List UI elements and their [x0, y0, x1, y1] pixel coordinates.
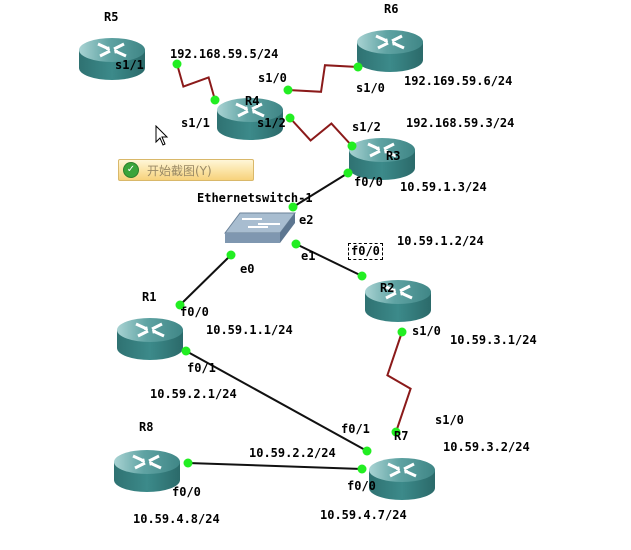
- port-label-switch-e0: e0: [240, 262, 255, 276]
- device-label-switch: Ethernetswitch-1: [197, 191, 313, 205]
- ip-label-r1-f0-0: 10.59.1.1/24: [206, 323, 293, 337]
- port-label-r4-s1-0: s1/0: [258, 71, 287, 85]
- ip-label-r3-serial: 192.168.59.3/24: [406, 116, 515, 130]
- port-label-r7-f0-1: f0/1: [341, 422, 370, 436]
- port-dot-r3-s1-2[interactable]: [347, 141, 357, 151]
- ip-label-r8: 10.59.4.8/24: [133, 512, 220, 526]
- router-icon-r4[interactable]: [217, 98, 283, 140]
- port-label-r4-s1-2: s1/2: [257, 116, 286, 130]
- port-label-r3-s1-2: s1/2: [352, 120, 381, 134]
- device-label-r1: R1: [142, 290, 157, 304]
- ip-label-r5: 192.168.59.5/24: [170, 47, 279, 61]
- link-r8-r7[interactable]: [187, 462, 363, 470]
- port-label-r1-f0-1: f0/1: [187, 361, 216, 375]
- device-label-r2: R2: [380, 281, 395, 295]
- port-label-r5-s1-1: s1/1: [115, 58, 144, 72]
- port-dot-r4-s1-2[interactable]: [285, 113, 295, 123]
- router-icon-r3[interactable]: [349, 138, 415, 180]
- router-icon-r1[interactable]: [117, 318, 183, 360]
- router-icon-r2[interactable]: [365, 280, 431, 322]
- port-label-switch-e1: e1: [301, 249, 316, 263]
- router-icon-r7[interactable]: [369, 458, 435, 500]
- ip-label-r7-serial: 10.59.3.2/24: [443, 440, 530, 454]
- link-r3-sw1[interactable]: [292, 172, 349, 208]
- link-sw1-r2[interactable]: [295, 243, 363, 277]
- port-dot-r3-f0-0[interactable]: [343, 168, 353, 178]
- ip-label-r2-serial: 10.59.3.1/24: [450, 333, 537, 347]
- port-dot-r7-s1-0[interactable]: [391, 427, 401, 437]
- port-dot-r4-s1-1[interactable]: [210, 95, 220, 105]
- port-label-r3-f0-0: f0/0: [354, 175, 383, 189]
- screenshot-tooltip[interactable]: ✓ 开始截图(Y): [118, 159, 254, 181]
- ip-label-r7-f0-0: 10.59.4.7/24: [320, 508, 407, 522]
- link-r1-r7[interactable]: [185, 350, 368, 452]
- ip-label-r1-f0-1: 10.59.2.1/24: [150, 387, 237, 401]
- port-dot-r1-f0-0[interactable]: [175, 300, 185, 310]
- link-sw1-r1[interactable]: [179, 254, 232, 306]
- router-icon-r5[interactable]: [79, 38, 145, 80]
- router-icon-r8[interactable]: [114, 450, 180, 492]
- port-label-r2-s1-0: s1/0: [412, 324, 441, 338]
- port-dot-r7-f0-1[interactable]: [362, 446, 372, 456]
- port-dot-r8-f0-0[interactable]: [183, 458, 193, 468]
- port-dot-r4-s1-0[interactable]: [283, 85, 293, 95]
- port-label-r1-f0-0: f0/0: [180, 305, 209, 319]
- port-label-r7-s1-0: s1/0: [435, 413, 464, 427]
- link-r2-r7[interactable]: [386, 331, 412, 433]
- port-label-r7-f0-0: f0/0: [347, 479, 376, 493]
- screenshot-tooltip-label: 开始截图(Y): [147, 163, 212, 178]
- device-label-r3: R3: [386, 149, 401, 163]
- link-r4-r6[interactable]: [287, 64, 359, 93]
- device-label-r8: R8: [139, 420, 154, 434]
- ip-label-r3-eth: 10.59.1.3/24: [400, 180, 487, 194]
- port-dot-r6-s1-0[interactable]: [353, 62, 363, 72]
- port-dot-r5-s1-1[interactable]: [172, 59, 182, 69]
- router-icon-r6[interactable]: [357, 30, 423, 72]
- port-dot-sw1-e1[interactable]: [291, 239, 301, 249]
- device-label-r5: R5: [104, 10, 119, 24]
- mouse-cursor-icon: [155, 125, 169, 146]
- port-label-r2-f0-0: f0/0: [348, 243, 383, 260]
- ip-label-r6: 192.169.59.6/24: [404, 74, 513, 88]
- check-circle-icon: ✓: [123, 162, 139, 178]
- device-label-r7: R7: [394, 429, 409, 443]
- switch-icon[interactable]: [224, 212, 296, 243]
- port-dot-sw1-e0[interactable]: [226, 250, 236, 260]
- port-dot-r2-s1-0[interactable]: [397, 327, 407, 337]
- device-label-r6: R6: [384, 2, 399, 16]
- port-dot-r1-f0-1[interactable]: [181, 346, 191, 356]
- port-label-r4-s1-1: s1/1: [181, 116, 210, 130]
- port-label-switch-e2: e2: [299, 213, 314, 227]
- port-label-r8-f0-0: f0/0: [172, 485, 201, 499]
- port-dot-sw1-e2[interactable]: [288, 202, 298, 212]
- device-label-r4: R4: [245, 94, 260, 108]
- port-dot-r7-f0-0[interactable]: [357, 464, 367, 474]
- ip-label-r7-f0-1: 10.59.2.2/24: [249, 446, 336, 460]
- port-label-r6-s1-0: s1/0: [356, 81, 385, 95]
- link-r4-r3[interactable]: [289, 117, 353, 147]
- link-r5-r4[interactable]: [176, 63, 216, 101]
- port-dot-r2-f0-0[interactable]: [357, 271, 367, 281]
- ip-label-r2-eth: 10.59.1.2/24: [397, 234, 484, 248]
